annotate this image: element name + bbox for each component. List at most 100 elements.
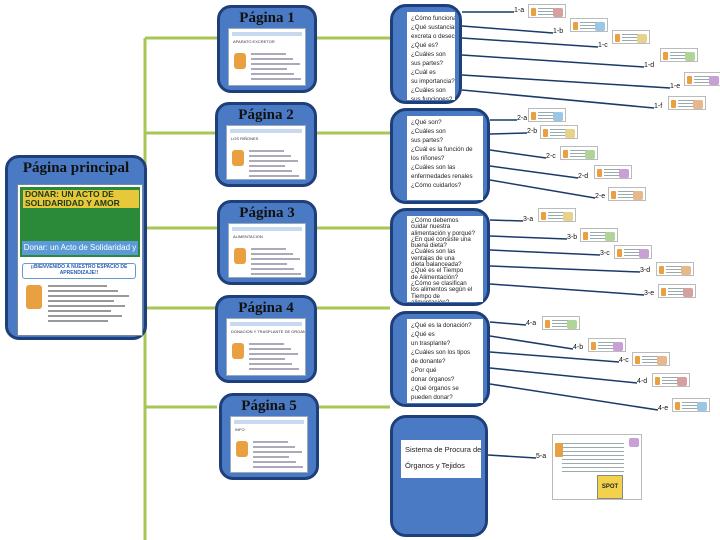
- thumb-picture: [553, 112, 563, 121]
- main-body-text: [48, 285, 132, 325]
- leaf-connector: [489, 179, 596, 199]
- thumb-text-line: [668, 288, 684, 289]
- questions-1-box: ¿Cómo funciona? ¿Qué sustancias excreta o …: [390, 4, 462, 104]
- thumb-text-line: [590, 238, 606, 239]
- leaf-thumbnail: [540, 125, 578, 139]
- leaf-connector: [489, 249, 601, 256]
- thumb-figure: [563, 150, 568, 158]
- thumb-text-line: [562, 451, 624, 452]
- leaf-label-2-a: 2-a: [517, 115, 528, 122]
- thumb-figure: [234, 248, 246, 264]
- thumb-text-line: [682, 402, 698, 403]
- page-3-thumb-caption: ALIMENTACION: [233, 234, 263, 239]
- thumb-picture: [639, 249, 649, 258]
- thumb-text-line: [618, 191, 634, 192]
- leaf-label-3-b: 3-b: [567, 234, 578, 241]
- thumb-figure: [597, 169, 602, 177]
- thumb-text-line: [694, 79, 710, 80]
- thumb-header-bar: [232, 32, 302, 36]
- question-line: su importancia?: [411, 78, 455, 85]
- thumb-text-line: [253, 461, 296, 463]
- leaf-label-4-d: 4-d: [637, 378, 648, 385]
- question-line: ¿Cuáles son las: [411, 164, 456, 171]
- thumb-figure: [655, 377, 660, 385]
- thumb-header-bar: [232, 227, 302, 231]
- thumb-figure: [663, 52, 668, 60]
- thumb-figure: [232, 150, 244, 166]
- page-3-thumbnail: ALIMENTACION: [228, 223, 306, 278]
- leaf-connector: [489, 235, 568, 240]
- question-line: ¿Qué es el Tiempo: [411, 267, 464, 275]
- page-1-thumbnail: APARATO EXCRETOR: [228, 28, 306, 86]
- thumb-text-line: [622, 40, 638, 41]
- thumb-text-line: [570, 156, 586, 157]
- page-2-thumb-caption: LOS RIÑONES: [231, 136, 259, 141]
- thumb-text-line: [251, 253, 293, 255]
- thumb-text-line: [618, 194, 634, 195]
- thumb-text-line: [562, 455, 624, 456]
- question-line: donar órganos?: [411, 376, 455, 383]
- thumb-picture: [629, 438, 639, 447]
- thumb-header-bar: [234, 420, 304, 424]
- question-line: ¿Cómo cuidarlos?: [411, 182, 462, 189]
- thumb-text-line: [622, 34, 638, 35]
- thumb-text-line: [622, 37, 638, 38]
- thumb-figure: [545, 320, 550, 328]
- question-line: ¿Cómo funciona?: [411, 15, 455, 22]
- thumb-figure: [617, 249, 622, 257]
- leaf-label-1-e: 1-e: [670, 83, 681, 90]
- page-5-title: Página 5: [241, 398, 297, 414]
- thumb-text-line: [678, 103, 694, 104]
- question-line: los riñones?: [411, 155, 445, 162]
- question-line: ¿Por qué: [411, 367, 437, 374]
- page-2-box: Página 2 LOS RIÑONES: [215, 102, 317, 187]
- leaf-connector: [489, 335, 574, 350]
- leaf-connector: [489, 351, 620, 363]
- thumb-figure: [659, 266, 664, 274]
- thumb-text-line: [580, 22, 596, 23]
- leaf-thumbnail: SPOT: [552, 434, 642, 500]
- main-welcome-text: ¡¡BIENVENIDO A NUESTRO ESPACIO DE APREND…: [22, 263, 136, 279]
- thumb-text-line: [624, 255, 640, 256]
- thumb-text-line: [604, 169, 620, 170]
- page-4-thumbnail: DONACION Y TRASPLANTE DE ORGANOS Y TEJID…: [226, 318, 306, 376]
- thumb-figure: [234, 53, 246, 69]
- leaf-thumbnail: [528, 4, 566, 18]
- question-line: ¿Qué sustancias: [411, 24, 455, 31]
- leaf-connector: [489, 321, 527, 326]
- thumb-text-line: [249, 155, 291, 157]
- leaf-connector: [489, 219, 524, 222]
- thumb-text-line: [598, 342, 614, 343]
- leaf-thumbnail: [528, 108, 566, 122]
- thumb-text-line: [249, 363, 292, 365]
- thumb-text-line: [662, 377, 678, 378]
- question-line: ¿En qué consiste una: [411, 235, 471, 243]
- thumb-text-line: [251, 258, 300, 260]
- page-5-box: Página 5 INFO: [219, 393, 319, 480]
- thumb-text-line: [598, 348, 614, 349]
- thumb-figure: [555, 443, 563, 457]
- thumb-text-line: [590, 232, 606, 233]
- thumb-text-line: [249, 165, 285, 167]
- page-5-thumb-caption: INFO: [235, 427, 245, 432]
- question-line: excreta o desecha?: [411, 33, 455, 40]
- thumb-figure: [591, 342, 596, 350]
- thumb-text-line: [668, 291, 684, 292]
- page-4-title: Página 4: [238, 300, 294, 316]
- leaf-thumbnail: [684, 72, 720, 86]
- leaf-label-3-d: 3-d: [640, 267, 651, 274]
- thumb-text-line: [249, 353, 298, 355]
- leaf-connector: [489, 367, 638, 384]
- leaf-label-2-e: 2-e: [595, 193, 606, 200]
- thumb-text-line: [670, 55, 686, 56]
- leaf-thumbnail: [658, 284, 696, 298]
- leaf-thumbnail: [588, 338, 626, 352]
- thumb-text-line: [562, 463, 624, 464]
- thumb-text-line: [666, 266, 682, 267]
- page-2-title: Página 2: [238, 107, 294, 123]
- thumb-text-line: [538, 118, 554, 119]
